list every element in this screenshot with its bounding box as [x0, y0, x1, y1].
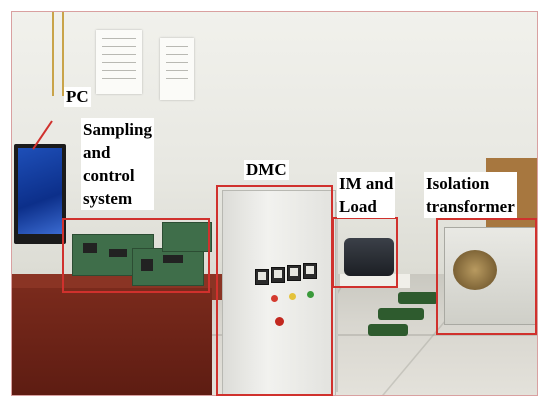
isolation-transformer-highlight-box [436, 218, 537, 335]
control-board [162, 222, 212, 252]
isolation-transformer-label: Isolation transformer [424, 172, 517, 218]
hanging-cable [62, 12, 64, 96]
dmc-highlight-box [216, 185, 333, 396]
load-resistor [398, 292, 438, 304]
transformer-dial [453, 250, 497, 290]
im-load-label: IM and Load [337, 172, 396, 218]
pc-label: PC [64, 87, 91, 107]
isolation-transformer-unit [444, 227, 537, 325]
hanging-cable [52, 12, 54, 96]
dmc-cabinet [222, 190, 336, 395]
motor-base [340, 274, 410, 288]
wall-notice-right [160, 38, 194, 100]
im-load-highlight-box [332, 217, 398, 288]
load-resistor [378, 308, 424, 320]
wall-notice-left [96, 30, 142, 94]
induction-motor [344, 238, 394, 276]
desk [12, 288, 212, 395]
dmc-label: DMC [244, 160, 289, 180]
sampling-control-highlight-box [62, 218, 210, 293]
pc-monitor [14, 144, 66, 244]
pc-screen [18, 148, 62, 234]
photo-frame [11, 11, 538, 396]
sampling-control-label: Sampling and control system [81, 118, 154, 210]
load-resistor [368, 324, 408, 336]
